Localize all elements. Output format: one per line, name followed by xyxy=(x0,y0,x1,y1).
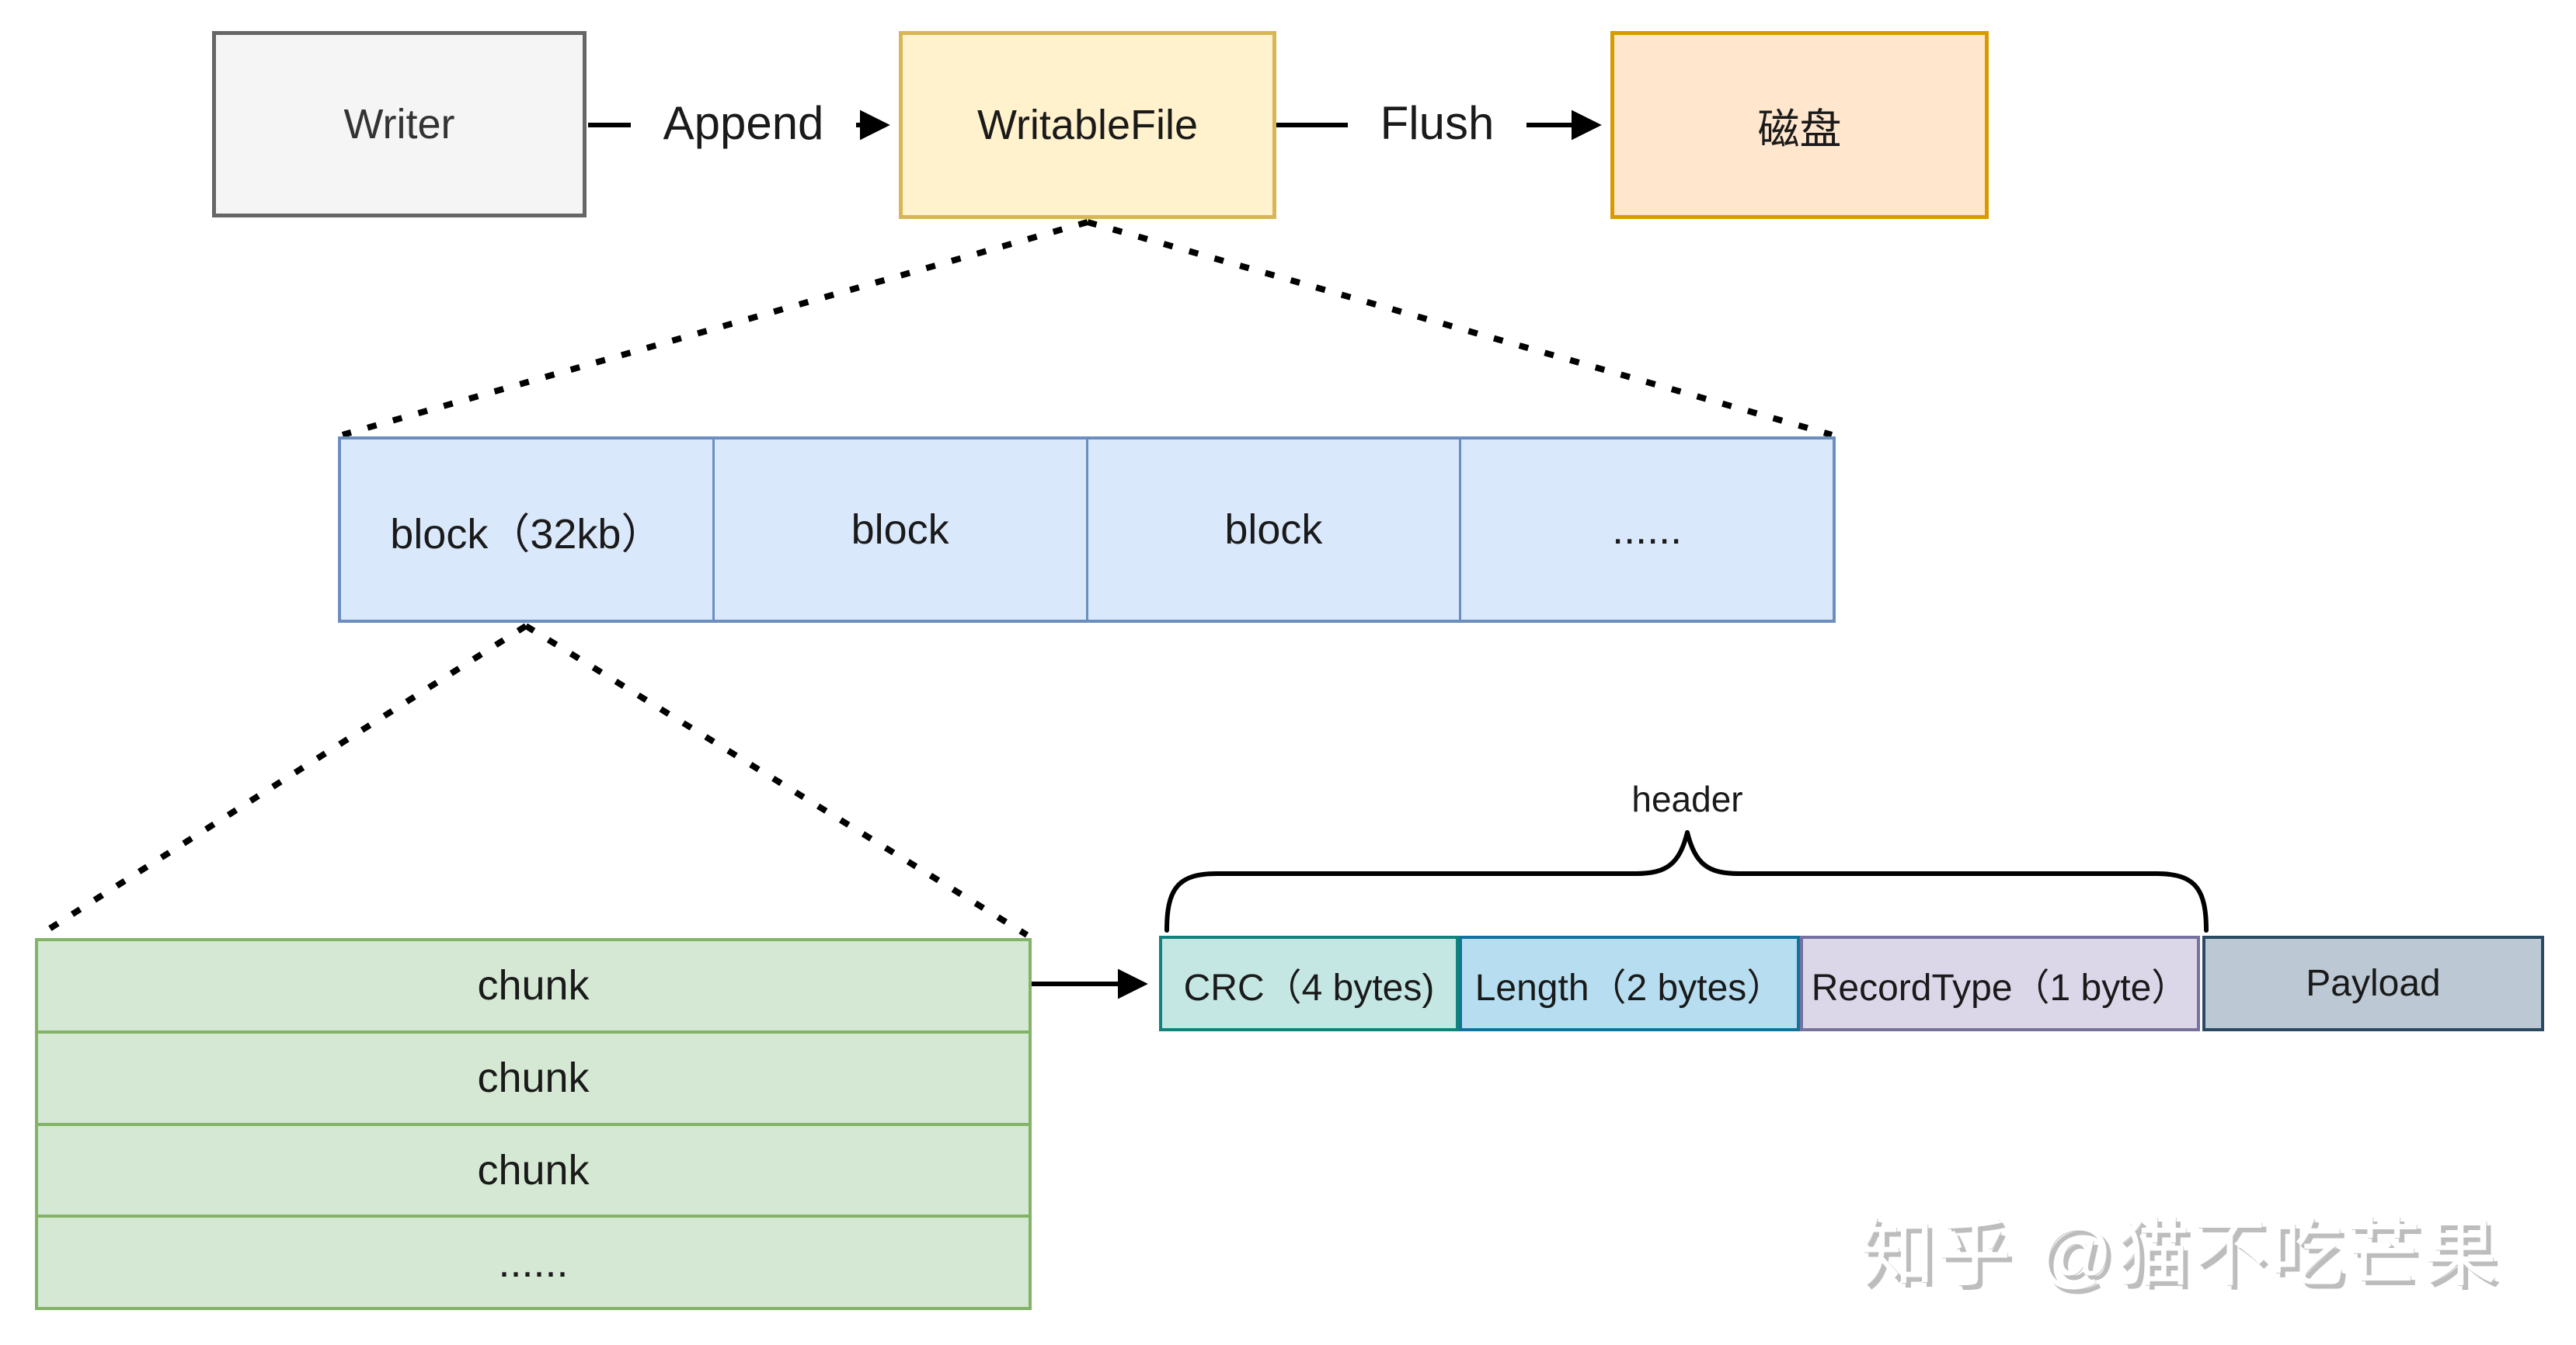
writer-box: Writer xyxy=(212,31,587,217)
block-row: block（32kb） block block ...... xyxy=(338,436,1836,623)
record-cell-payload: Payload xyxy=(2202,936,2544,1031)
chunk-stack: chunk chunk chunk ...... xyxy=(35,938,1032,1310)
writer-label: Writer xyxy=(343,101,455,148)
zhihu-watermark: 知乎 @猫不吃芒果 xyxy=(1861,1213,2501,1295)
block-expand-right-dotted-line xyxy=(524,623,1029,938)
block-cell-2: block xyxy=(712,440,1086,620)
writablefile-expand-left-dotted-line xyxy=(341,219,1089,438)
append-arrow-label: Append xyxy=(631,92,856,155)
chunk-row-2: chunk xyxy=(38,1030,1029,1123)
record-cell-length: Length（2 bytes） xyxy=(1459,936,1800,1031)
block-expand-left-dotted-line xyxy=(37,623,528,938)
writablefile-label: WritableFile xyxy=(976,102,1199,148)
chunk-row-ellipsis: ...... xyxy=(38,1215,1029,1307)
record-cell-recordtype: RecordType（1 byte） xyxy=(1800,936,2200,1031)
block-cell-ellipsis: ...... xyxy=(1459,440,1833,620)
header-brace-label: header xyxy=(1631,779,1743,819)
chunk-row-1: chunk xyxy=(477,962,590,1010)
disk-box: 磁盘 xyxy=(1610,31,1989,219)
block-cell-3: block xyxy=(1085,440,1460,620)
block-cell-1: block（32kb） xyxy=(390,510,663,558)
disk-label: 磁盘 xyxy=(1757,106,1842,153)
record-cell-crc: CRC（4 bytes) xyxy=(1159,936,1459,1031)
flush-arrow-label: Flush xyxy=(1348,92,1526,155)
header-brace xyxy=(1164,830,2209,933)
chunk-row-3: chunk xyxy=(38,1122,1029,1215)
writablefile-box: WritableFile xyxy=(899,31,1276,219)
writablefile-expand-right-dotted-line xyxy=(1086,219,1833,438)
